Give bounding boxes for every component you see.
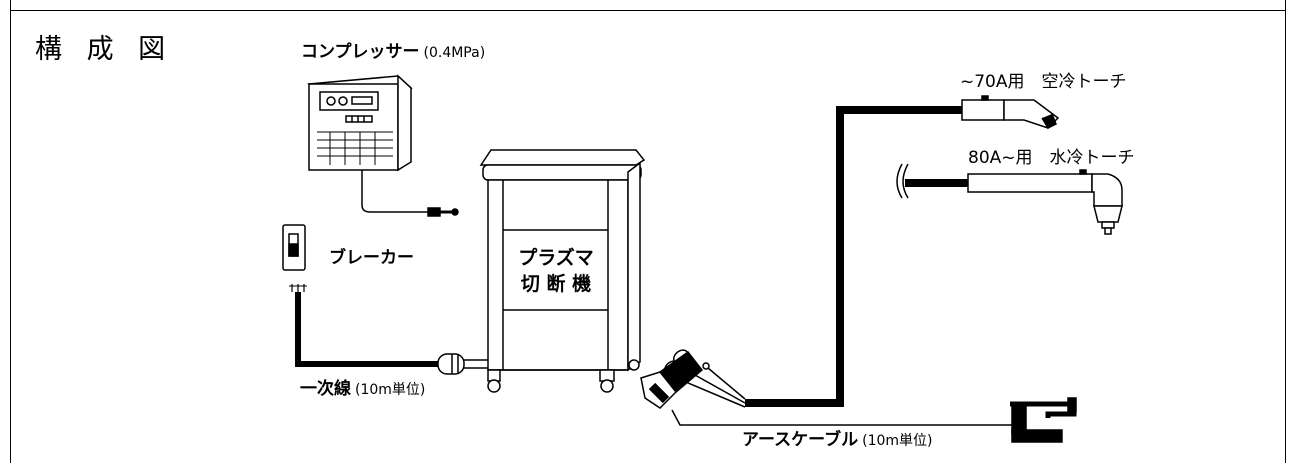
air-cooled-torch-label: ~70A用 空冷トーチ [960, 72, 1127, 92]
breaker-terminals [291, 284, 305, 292]
compressor-name: コンプレッサー [301, 42, 420, 62]
primary-cable-name: 一次線 [300, 379, 351, 399]
diagram-title: 構 成 図 [35, 34, 174, 65]
compressor-label: コンプレッサー(0.4MPa) [301, 44, 485, 61]
earth-cable-unit: (10m単位) [862, 433, 933, 449]
earth-connector [640, 371, 1016, 426]
water-cooled-torch-icon [896, 163, 1123, 235]
breaker-icon [282, 224, 306, 271]
earth-cable [671, 409, 1016, 426]
primary-cable [295, 292, 445, 367]
air-coupler [427, 207, 441, 217]
plasma-cutter-line1: プラズマ [518, 247, 594, 269]
plasma-cutter-line2: 切 断 機 [520, 272, 592, 295]
torch-cable [745, 106, 968, 407]
water-cooled-torch-label: 80A~用 水冷トーチ [968, 148, 1135, 168]
plasma-cutter-label: プラズマ 切 断 機 [505, 246, 607, 297]
plasma-cutter-unit [479, 149, 646, 393]
air-cooled-torch-icon [961, 95, 1060, 129]
frame-top-border [10, 10, 1286, 11]
compressor-pressure: (0.4MPa) [423, 45, 486, 61]
compressor-icon [307, 74, 413, 172]
diagram-frame [10, 0, 1286, 463]
primary-cable-unit: (10m単位) [355, 382, 426, 398]
ground-clamp-icon [1010, 397, 1077, 443]
torch-connector [658, 349, 746, 408]
primary-cable-label: 一次線(10m単位) [300, 381, 425, 398]
air-hose [361, 170, 428, 213]
primary-plug [437, 353, 488, 375]
breaker-label: ブレーカー [329, 248, 414, 268]
earth-cable-name: アースケーブル [742, 430, 859, 450]
earth-cable-label: アースケーブル(10m単位) [742, 432, 933, 449]
